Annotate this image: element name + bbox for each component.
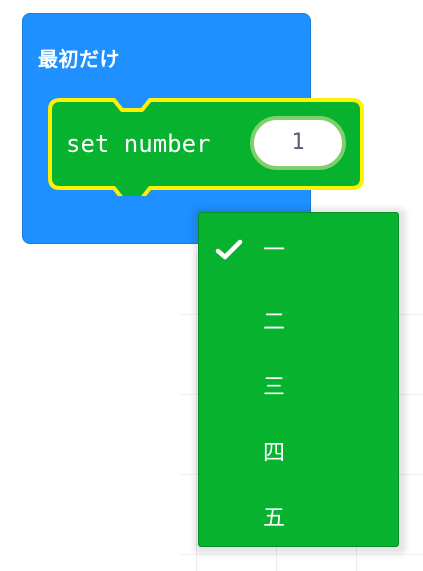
dropdown-option-4[interactable]: 四	[199, 426, 398, 482]
checkmark-icon	[215, 239, 243, 260]
number-field-value: 1	[291, 130, 305, 155]
dropdown-option-label: 四	[263, 441, 286, 466]
number-dropdown-menu[interactable]: 一 二 三 四 五	[198, 212, 399, 547]
dropdown-option-label: 五	[263, 506, 286, 531]
dropdown-option-label: 一	[263, 238, 286, 263]
grid-line	[180, 554, 423, 555]
dropdown-option-label: 三	[263, 375, 286, 400]
dropdown-option-5[interactable]: 五	[199, 491, 398, 547]
number-field[interactable]: 1	[250, 116, 346, 170]
grid-line	[196, 250, 197, 571]
set-number-label: set number	[66, 130, 211, 158]
dropdown-option-label: 二	[263, 310, 286, 335]
dropdown-option-3[interactable]: 三	[199, 360, 398, 416]
dropdown-option-2[interactable]: 二	[199, 295, 398, 351]
on-start-block-label: 最初だけ	[38, 47, 120, 71]
dropdown-option-1[interactable]: 一	[199, 223, 398, 279]
